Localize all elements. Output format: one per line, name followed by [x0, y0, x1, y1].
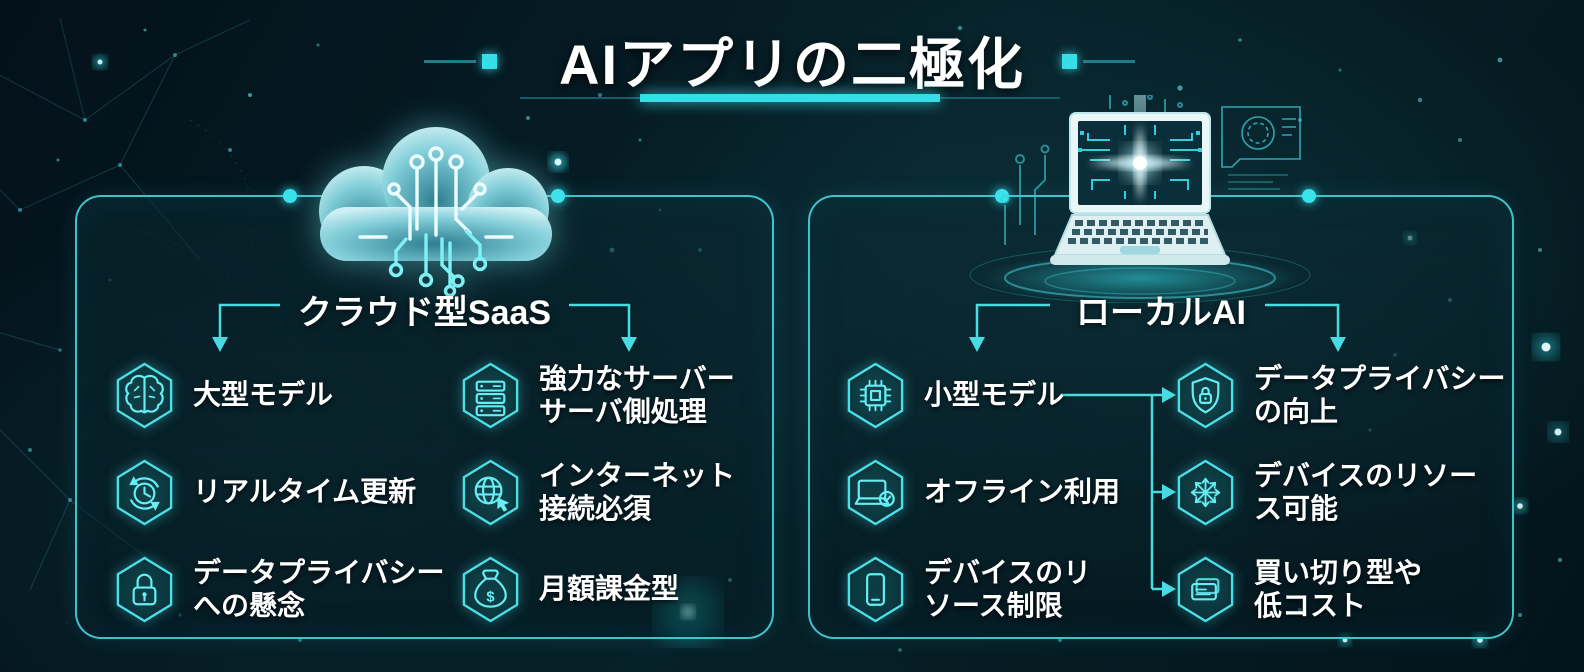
cloud-saas-panel: クラウド型SaaS 大型モデル	[75, 127, 774, 639]
feature-label: 強力なサーバー サーバ側処理	[539, 363, 735, 427]
globe-cursor-icon	[462, 459, 519, 526]
title-accent-left	[424, 54, 497, 69]
border-node	[283, 189, 297, 203]
feature-item: データプライバシー への懸念	[113, 541, 444, 638]
title-underline	[520, 94, 1060, 102]
feature-label: データプライバシー への懸念	[193, 557, 445, 621]
feature-label: オフライン利用	[924, 476, 1121, 508]
feature-label: デバイスのリソー ス可能	[1254, 460, 1478, 524]
svg-text:$: $	[486, 589, 494, 605]
border-node	[1302, 189, 1316, 203]
feature-label: インターネット 接続必須	[539, 460, 736, 524]
feature-item: 大型モデル	[113, 347, 444, 444]
feature-item: オフライン利用	[844, 444, 1120, 541]
panel-heading-local: ローカルAI	[1076, 294, 1246, 332]
lock-icon	[116, 556, 173, 623]
feature-item: $ 月額課金型	[459, 541, 735, 638]
feature-label: データプライバシー の向上	[1254, 363, 1506, 427]
feature-label: 買い切り型や 低コスト	[1254, 557, 1423, 621]
shield-lock-icon	[1177, 362, 1234, 429]
feature-item: デバイスのリ ソース制限	[844, 541, 1120, 638]
title-block: AIアプリの二極化	[0, 0, 1584, 120]
panel-heading-cloud: クラウド型SaaS	[297, 294, 552, 332]
feature-item: インターネット 接続必須	[459, 444, 735, 541]
feature-label: リアルタイム更新	[193, 476, 417, 508]
chip-icon	[847, 362, 904, 429]
local-feature-column-1: 小型モデル オフライン利用	[844, 347, 1120, 638]
feature-item: 買い切り型や 低コスト	[1174, 541, 1505, 638]
feature-item: 強力なサーバー サーバ側処理	[459, 347, 735, 444]
title-accent-right	[1062, 54, 1135, 69]
clock-refresh-icon	[116, 459, 173, 526]
laptop-circuit-illustration	[969, 95, 1311, 303]
resource-arrows-icon	[1177, 459, 1234, 526]
feature-item: リアルタイム更新	[113, 444, 444, 541]
money-bag-icon: $	[462, 556, 519, 623]
feature-item: データプライバシー の向上	[1174, 347, 1505, 444]
feature-label: 月額課金型	[539, 573, 680, 605]
cards-icon	[1177, 556, 1234, 623]
cloud-feature-column-1: 大型モデル リアルタイム更新	[113, 347, 444, 638]
cloud-circuit-illustration	[319, 127, 552, 298]
feature-item: デバイスのリソー ス可能	[1174, 444, 1505, 541]
feature-item: 小型モデル	[844, 347, 1120, 444]
feature-label: デバイスのリ ソース制限	[924, 557, 1092, 621]
local-ai-panel: ローカルAI 小型モデル	[808, 95, 1514, 639]
page-title: AIアプリの二極化	[559, 33, 1025, 96]
cloud-feature-column-2: 強力なサーバー サーバ側処理 インターネット 接続必須	[459, 347, 735, 638]
border-node	[551, 189, 565, 203]
feature-label: 小型モデル	[924, 379, 1065, 411]
smartphone-icon	[847, 556, 904, 623]
feature-label: 大型モデル	[193, 379, 334, 411]
laptop-check-icon	[847, 459, 904, 526]
brain-icon	[116, 362, 173, 429]
local-feature-column-2: データプライバシー の向上	[1174, 347, 1505, 638]
server-icon	[462, 362, 519, 429]
